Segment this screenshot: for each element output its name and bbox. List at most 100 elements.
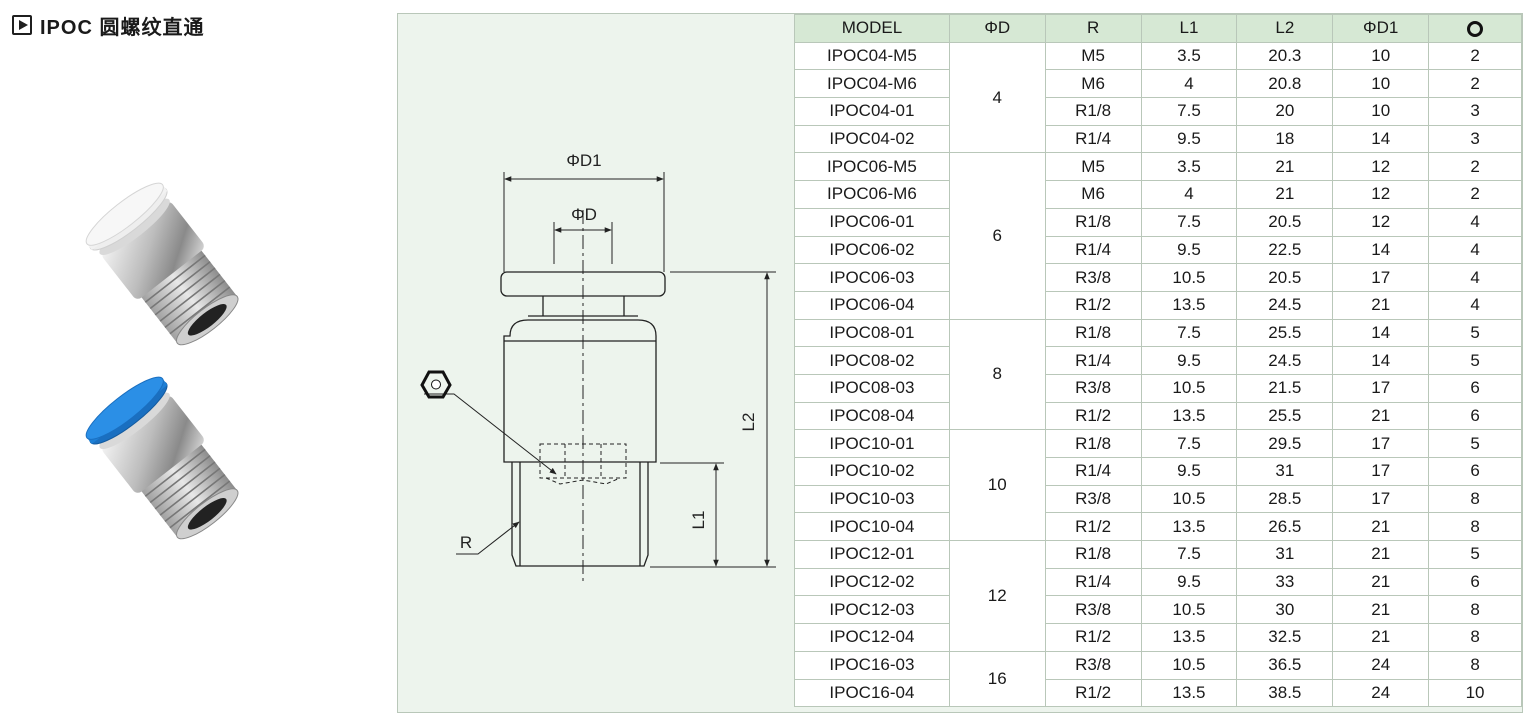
- r-cell: R1/4: [1044, 235, 1142, 265]
- hex-cell: 4: [1428, 207, 1522, 237]
- phi-d1-cell: 21: [1332, 567, 1430, 597]
- model-cell: IPOC04-M6: [794, 69, 950, 99]
- r-cell: M6: [1044, 69, 1142, 99]
- phi-d1-cell: 14: [1332, 235, 1430, 265]
- r-cell: M5: [1044, 152, 1142, 182]
- phi-d1-cell: 17: [1332, 484, 1430, 514]
- l1-cell: 9.5: [1140, 457, 1238, 486]
- r-cell: R1/8: [1044, 207, 1142, 237]
- l1-cell: 7.5: [1140, 207, 1238, 237]
- hex-cell: 3: [1428, 124, 1522, 154]
- label-r: R: [460, 533, 472, 552]
- title-text: IPOC 圆螺纹直通: [40, 16, 205, 39]
- r-cell: R1/2: [1044, 623, 1142, 652]
- r-cell: R3/8: [1044, 650, 1142, 680]
- label-l2: L2: [739, 413, 758, 432]
- phi-d1-cell: 17: [1332, 457, 1430, 486]
- phi-d1-cell: 21: [1332, 401, 1430, 431]
- model-cell: IPOC06-03: [794, 263, 950, 292]
- model-cell: IPOC10-04: [794, 512, 950, 542]
- model-cell: IPOC06-M5: [794, 152, 950, 182]
- l1-cell: 13.5: [1140, 401, 1238, 431]
- l2-cell: 36.5: [1236, 650, 1334, 680]
- hex-cell: 2: [1428, 152, 1522, 182]
- phi-d1-cell: 10: [1332, 41, 1430, 71]
- r-cell: R1/8: [1044, 429, 1142, 458]
- hex-cell: 8: [1428, 595, 1522, 625]
- page-title: IPOC 圆螺纹直通: [12, 12, 205, 39]
- hex-cell: 8: [1428, 484, 1522, 514]
- phi-d-cell: 16: [948, 650, 1046, 708]
- phi-d1-cell: 21: [1332, 540, 1430, 569]
- phi-d-cell: 12: [948, 540, 1046, 652]
- hex-cell: 5: [1428, 540, 1522, 569]
- l1-cell: 7.5: [1140, 429, 1238, 458]
- col-header-phi-d: ΦD: [948, 14, 1046, 43]
- l1-cell: 10.5: [1140, 373, 1238, 403]
- l2-cell: 20.8: [1236, 69, 1334, 99]
- l2-cell: 22.5: [1236, 235, 1334, 265]
- hex-cell: 8: [1428, 623, 1522, 652]
- col-header-model: MODEL: [794, 14, 950, 43]
- r-cell: R3/8: [1044, 263, 1142, 292]
- l1-cell: 4: [1140, 69, 1238, 99]
- hex-cell: 6: [1428, 373, 1522, 403]
- l1-cell: 3.5: [1140, 152, 1238, 182]
- l2-cell: 21: [1236, 152, 1334, 182]
- hex-cell: 6: [1428, 567, 1522, 597]
- l2-cell: 21.5: [1236, 373, 1334, 403]
- l2-cell: 38.5: [1236, 678, 1334, 708]
- l1-cell: 9.5: [1140, 346, 1238, 375]
- l1-cell: 7.5: [1140, 97, 1238, 126]
- phi-d1-cell: 12: [1332, 207, 1430, 237]
- phi-d1-cell: 17: [1332, 263, 1430, 292]
- hex-cell: 2: [1428, 69, 1522, 99]
- col-header-phi-d1: ΦD1: [1332, 14, 1430, 43]
- phi-d1-cell: 21: [1332, 595, 1430, 625]
- l1-cell: 13.5: [1140, 623, 1238, 652]
- phi-d1-cell: 24: [1332, 678, 1430, 708]
- model-cell: IPOC10-03: [794, 484, 950, 514]
- l2-cell: 24.5: [1236, 346, 1334, 375]
- table-header-row: MODEL ΦD R L1 L2 ΦD1: [794, 14, 1522, 43]
- l1-cell: 10.5: [1140, 484, 1238, 514]
- phi-d-cell: 8: [948, 318, 1046, 431]
- l1-cell: 10.5: [1140, 595, 1238, 625]
- r-cell: R3/8: [1044, 373, 1142, 403]
- r-cell: R1/4: [1044, 567, 1142, 597]
- l1-cell: 13.5: [1140, 678, 1238, 708]
- model-cell: IPOC06-01: [794, 207, 950, 237]
- phi-d1-cell: 10: [1332, 97, 1430, 126]
- model-cell: IPOC08-02: [794, 346, 950, 375]
- l1-cell: 7.5: [1140, 540, 1238, 569]
- spec-panel: ΦD1 ΦD L2 L1 R MODEL ΦD R L1 L2 ΦD1: [397, 13, 1523, 713]
- model-cell: IPOC08-01: [794, 318, 950, 348]
- r-cell: R1/8: [1044, 540, 1142, 569]
- l2-cell: 32.5: [1236, 623, 1334, 652]
- phi-d1-cell: 12: [1332, 180, 1430, 209]
- l1-cell: 9.5: [1140, 567, 1238, 597]
- product-photo-white-collet: [85, 182, 239, 346]
- model-cell: IPOC04-M5: [794, 41, 950, 71]
- model-cell: IPOC10-02: [794, 457, 950, 486]
- phi-d1-cell: 21: [1332, 290, 1430, 320]
- l1-cell: 3.5: [1140, 41, 1238, 71]
- hex-cell: 5: [1428, 429, 1522, 458]
- l2-cell: 20.5: [1236, 263, 1334, 292]
- l2-cell: 20: [1236, 97, 1334, 126]
- hex-cell: 5: [1428, 318, 1522, 348]
- l2-cell: 31: [1236, 457, 1334, 486]
- phi-d1-cell: 21: [1332, 512, 1430, 542]
- product-photo-blue-collet: [85, 376, 239, 540]
